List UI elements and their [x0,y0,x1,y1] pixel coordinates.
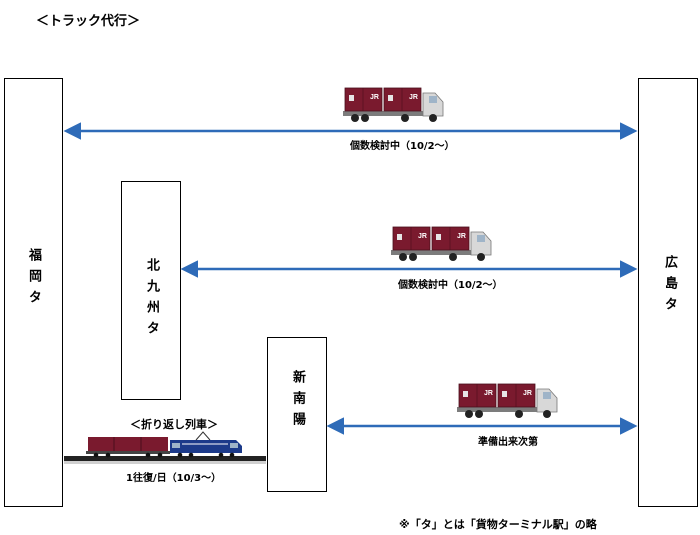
station-hiroshima [638,78,698,507]
station-shinnanyo [267,337,327,492]
route-label-kitakyushu-hiroshima: 個数検討中（10/2～） [398,280,503,291]
shuttle-frequency: 1往復/日（10/3～） [126,473,222,484]
page-title: ＜トラック代行＞ [36,14,141,29]
footnote: ※「タ」とは「貨物ターミナル駅」の略 [399,518,597,531]
truck-icon-route-2 [390,226,492,262]
station-kitakyushu [121,181,181,400]
truck-icon-route-1 [342,87,444,123]
station-fukuoka-label: 福岡タ [26,248,41,311]
truck-icon-route-3 [456,383,558,419]
route-label-fukuoka-hiroshima: 個数検討中（10/2～） [350,141,455,152]
station-shinnanyo-label: 新南陽 [290,370,305,433]
train-icon [64,431,266,464]
station-kitakyushu-label: 北九州タ [144,258,159,342]
station-fukuoka [4,78,63,507]
shuttle-title: ＜折り返し列車＞ [130,418,218,431]
station-hiroshima-label: 広島タ [662,255,677,318]
route-label-shinnanyo-hiroshima: 準備出来次第 [478,437,538,448]
